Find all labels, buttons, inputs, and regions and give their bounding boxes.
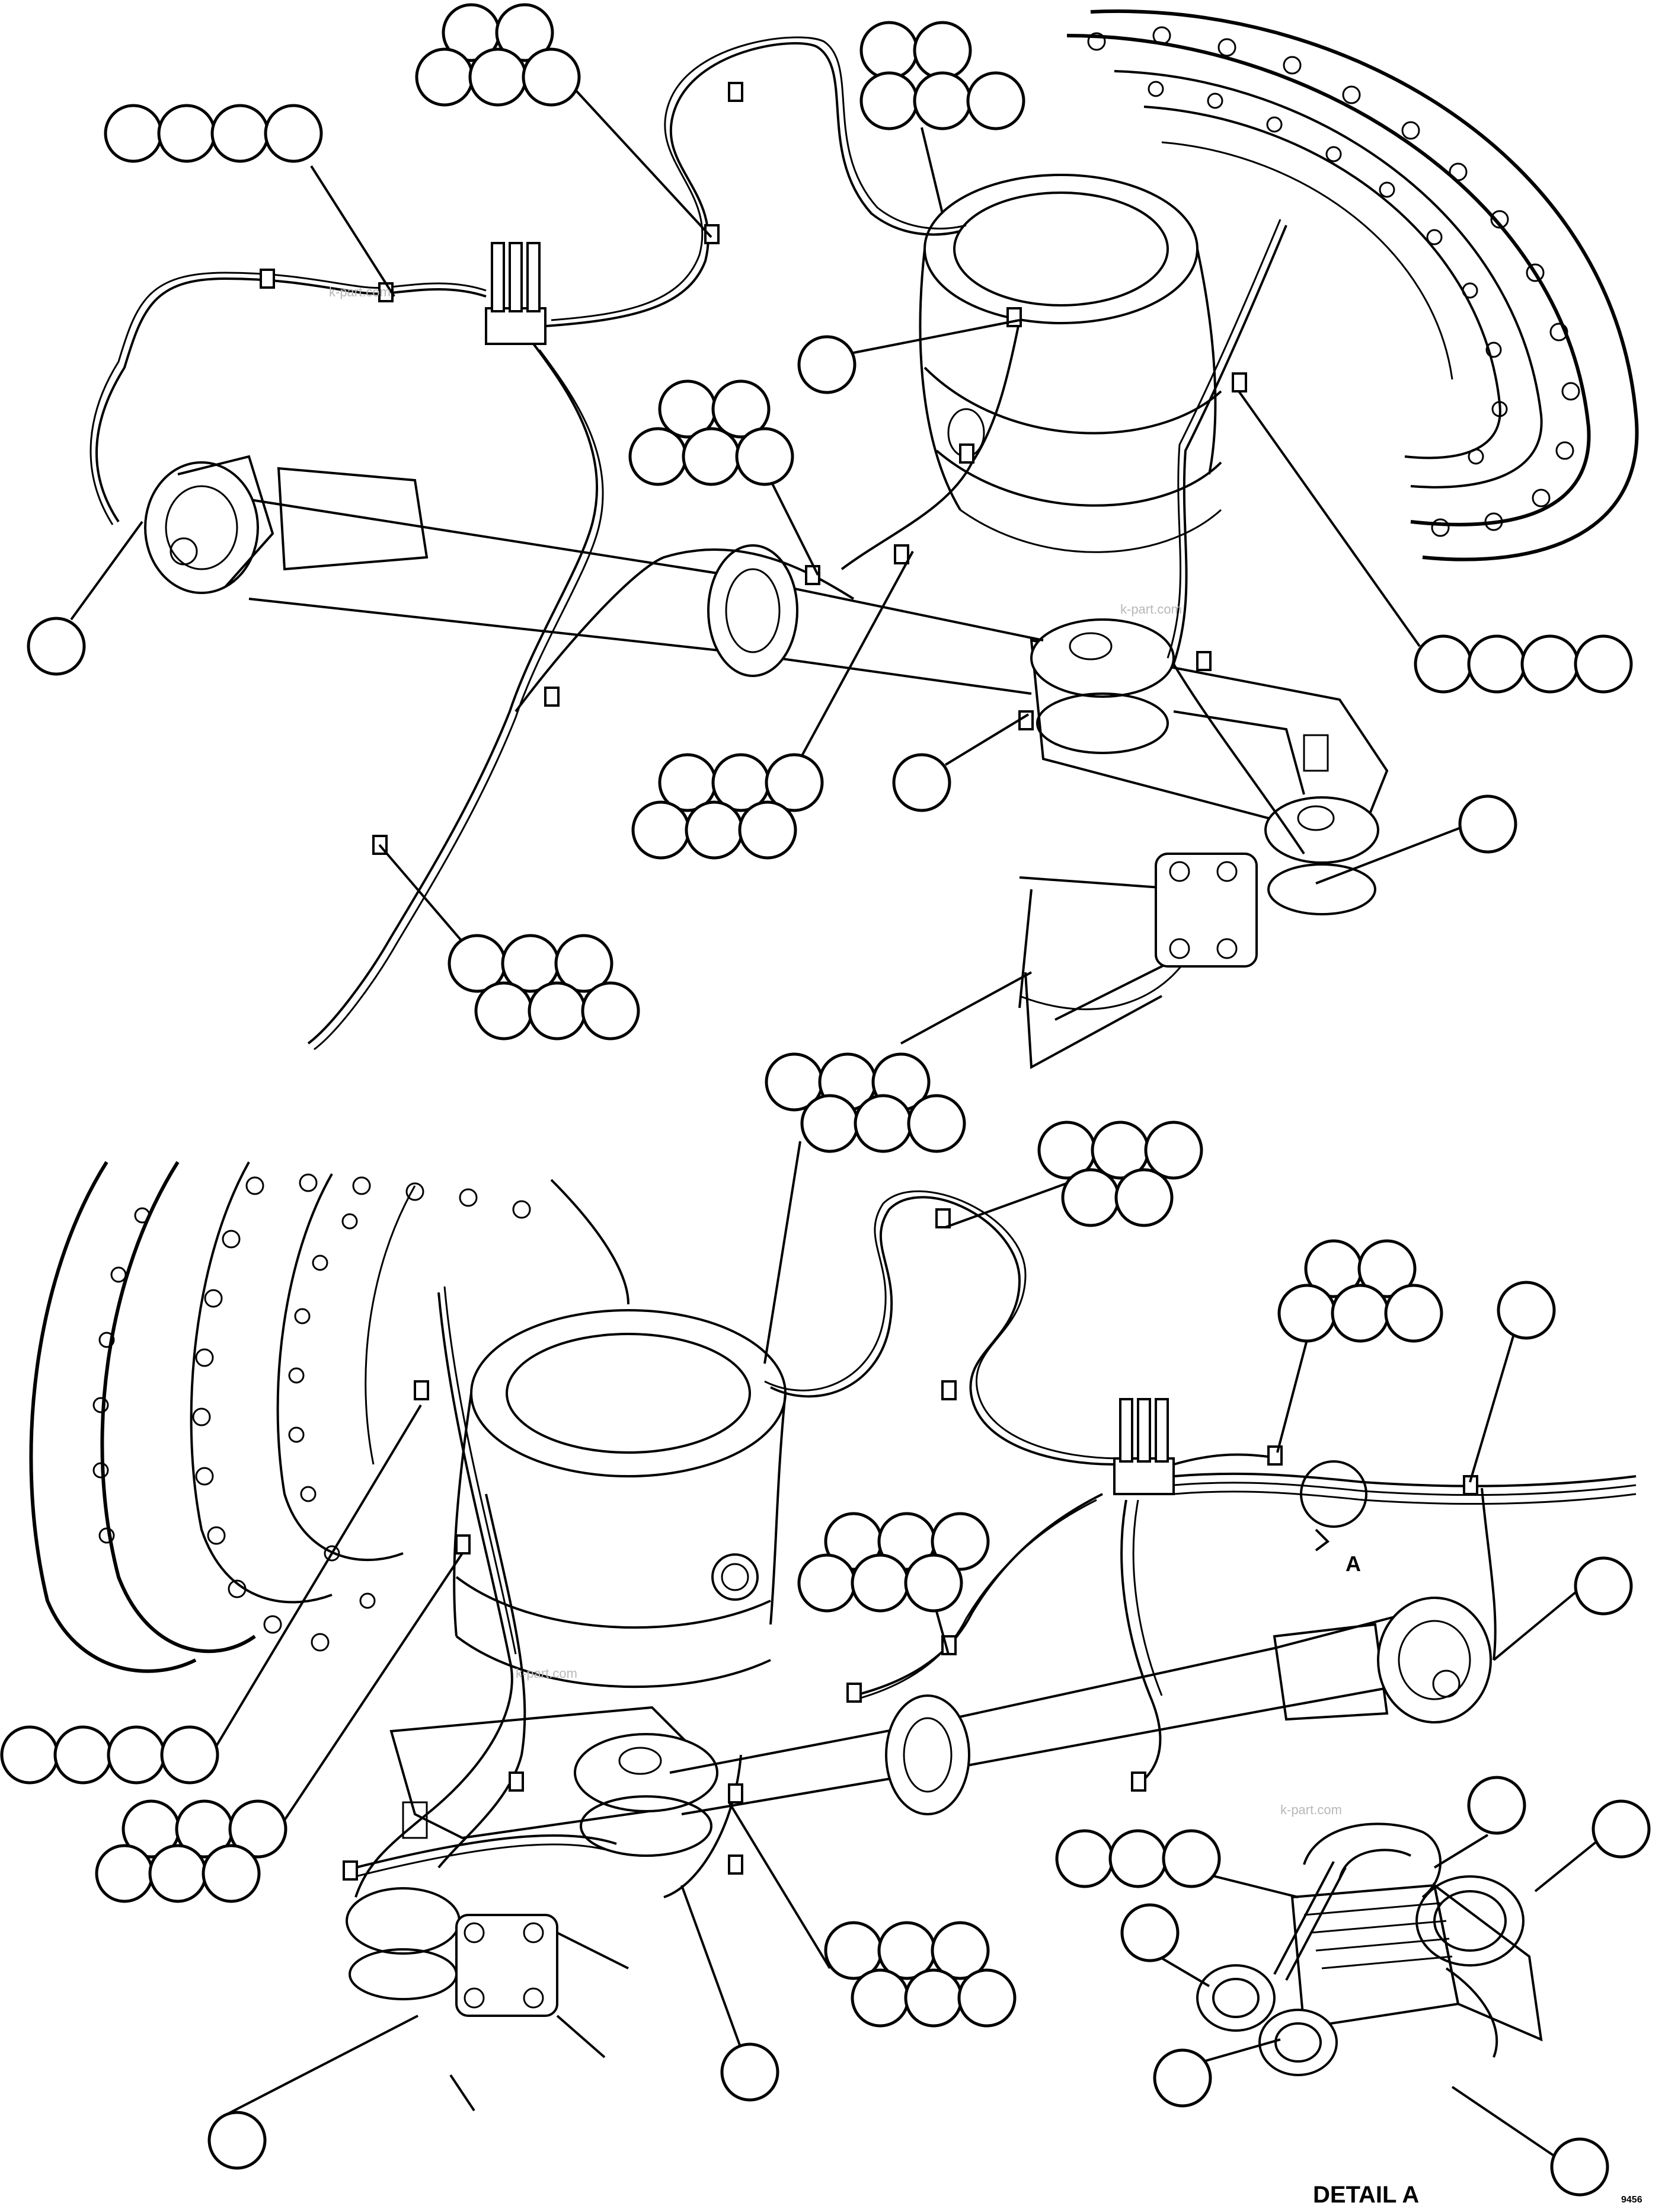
top-suspension-cylinder — [919, 174, 1222, 553]
bottom-axle-tube — [669, 1611, 1411, 1815]
callout-group-t3 — [104, 104, 323, 163]
callout-group-t5 — [628, 379, 794, 486]
top-valve-block — [485, 242, 547, 345]
callout-single-b4 — [1497, 1281, 1556, 1340]
callout-group-b6 — [797, 1512, 990, 1613]
bottom-wheel-hub — [29, 1161, 629, 1673]
callout-group-b2 — [1037, 1121, 1203, 1227]
callout-group-t11 — [448, 934, 640, 1040]
callout-group-b7 — [0, 1725, 219, 1785]
detail-a-title: DETAIL A — [1313, 2182, 1419, 2208]
watermark-3: k-part.com — [516, 1666, 577, 1681]
top-hoses — [90, 36, 1305, 1051]
callout-single-t8 — [892, 753, 951, 812]
callout-group-b8 — [95, 1799, 287, 1903]
detail-a-clamp — [1196, 1822, 1543, 2076]
detail-a-callout-bubbles — [1055, 1776, 1651, 2197]
callout-group-t9 — [631, 753, 824, 860]
watermarks: k-part.com k-part.com k-part.com k-part.… — [329, 285, 1342, 1817]
bottom-hoses — [354, 1190, 1637, 1898]
detail-a — [1055, 1776, 1651, 2197]
callout-group-t2 — [859, 21, 1025, 130]
callout-group-t1 — [415, 3, 581, 107]
view-a-marker: A — [1300, 1460, 1367, 1576]
callout-single-t4 — [797, 335, 857, 394]
bottom-steering-cylinder — [1377, 1597, 1492, 1723]
view-letter-label: A — [1346, 1552, 1361, 1576]
bottom-suspension-cylinder — [453, 1309, 787, 1688]
top-a-frame — [1030, 618, 1389, 915]
callout-single-t6 — [27, 617, 86, 676]
bottom-callout-bubbles — [0, 1052, 1633, 2170]
callout-single-b5 — [1574, 1556, 1633, 1616]
drawing-code: 9456 — [1621, 2195, 1642, 2205]
watermark-1: k-part.com — [329, 285, 391, 299]
bottom-a-frame — [346, 1706, 718, 2112]
callout-group-b1 — [765, 1052, 966, 1153]
watermark-2: k-part.com — [1120, 602, 1182, 617]
bottom-hose-clips — [343, 1208, 1478, 1881]
bottom-view: A — [0, 1052, 1637, 2170]
callout-group-b9 — [824, 1921, 1017, 2028]
top-axle-tube — [201, 467, 1258, 1070]
top-wheel-hub — [1066, 9, 1639, 561]
callout-single-t10 — [1458, 794, 1517, 854]
callout-group-b3 — [1277, 1239, 1443, 1343]
top-leader-lines — [70, 82, 1471, 950]
top-view — [27, 3, 1639, 1070]
bottom-valve-block — [1113, 1398, 1175, 1495]
top-callout-bubbles — [27, 3, 1633, 1040]
callout-group-t7 — [1414, 634, 1633, 694]
callout-single-b10 — [720, 2042, 779, 2102]
callout-single-b11 — [207, 2111, 267, 2170]
top-steering-cylinder — [144, 455, 274, 594]
watermark-4: k-part.com — [1280, 1802, 1342, 1817]
